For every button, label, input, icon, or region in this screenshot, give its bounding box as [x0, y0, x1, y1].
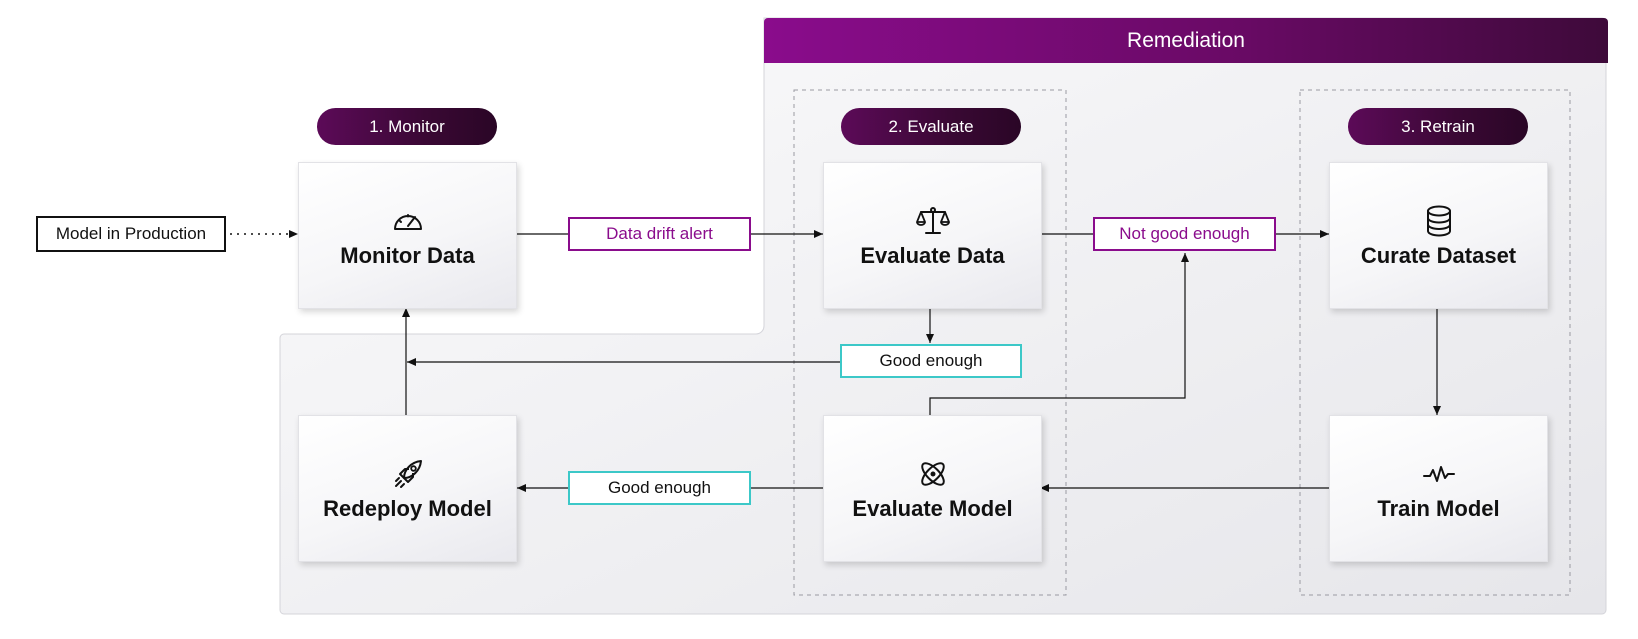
database-icon	[1426, 205, 1451, 236]
evaluate-column	[793, 89, 1067, 596]
good-enough-model-label: Good enough	[568, 471, 751, 505]
redeploy-model-label: Redeploy Model	[323, 495, 492, 521]
atom-icon	[920, 461, 945, 486]
train-model-label: Train Model	[1377, 495, 1500, 521]
retrain-column	[1299, 89, 1571, 596]
redeploy-model-node: Redeploy Model	[298, 415, 517, 562]
train-model-node: Train Model	[1329, 415, 1548, 562]
evaluate-data-node: Evaluate Data	[823, 162, 1042, 309]
stage-monitor-pill: 1. Monitor	[317, 108, 497, 145]
scale-icon	[915, 206, 950, 234]
not-good-enough-label: Not good enough	[1093, 217, 1276, 251]
evaluate-model-node: Evaluate Model	[823, 415, 1042, 562]
good-enough-data-label: Good enough	[840, 344, 1022, 378]
data-drift-alert-label: Data drift alert	[568, 217, 751, 251]
curate-dataset-label: Curate Dataset	[1360, 242, 1517, 268]
monitor-data-label: Monitor Data	[340, 242, 475, 268]
gauge-icon	[393, 213, 422, 230]
evaluate-data-label: Evaluate Data	[860, 242, 1005, 268]
remediation-header: Remediation	[764, 18, 1608, 63]
rocket-icon	[394, 459, 422, 488]
monitor-data-node: Monitor Data	[298, 162, 517, 309]
stage-evaluate-pill: 2. Evaluate	[841, 108, 1021, 145]
eval-model-up-arrow	[929, 253, 1189, 416]
curate-dataset-node: Curate Dataset	[1329, 162, 1548, 309]
pulse-icon	[1422, 465, 1455, 482]
model-in-production-box: Model in Production	[36, 216, 226, 252]
stage-retrain-pill: 3. Retrain	[1348, 108, 1528, 145]
evaluate-model-label: Evaluate Model	[852, 495, 1013, 521]
